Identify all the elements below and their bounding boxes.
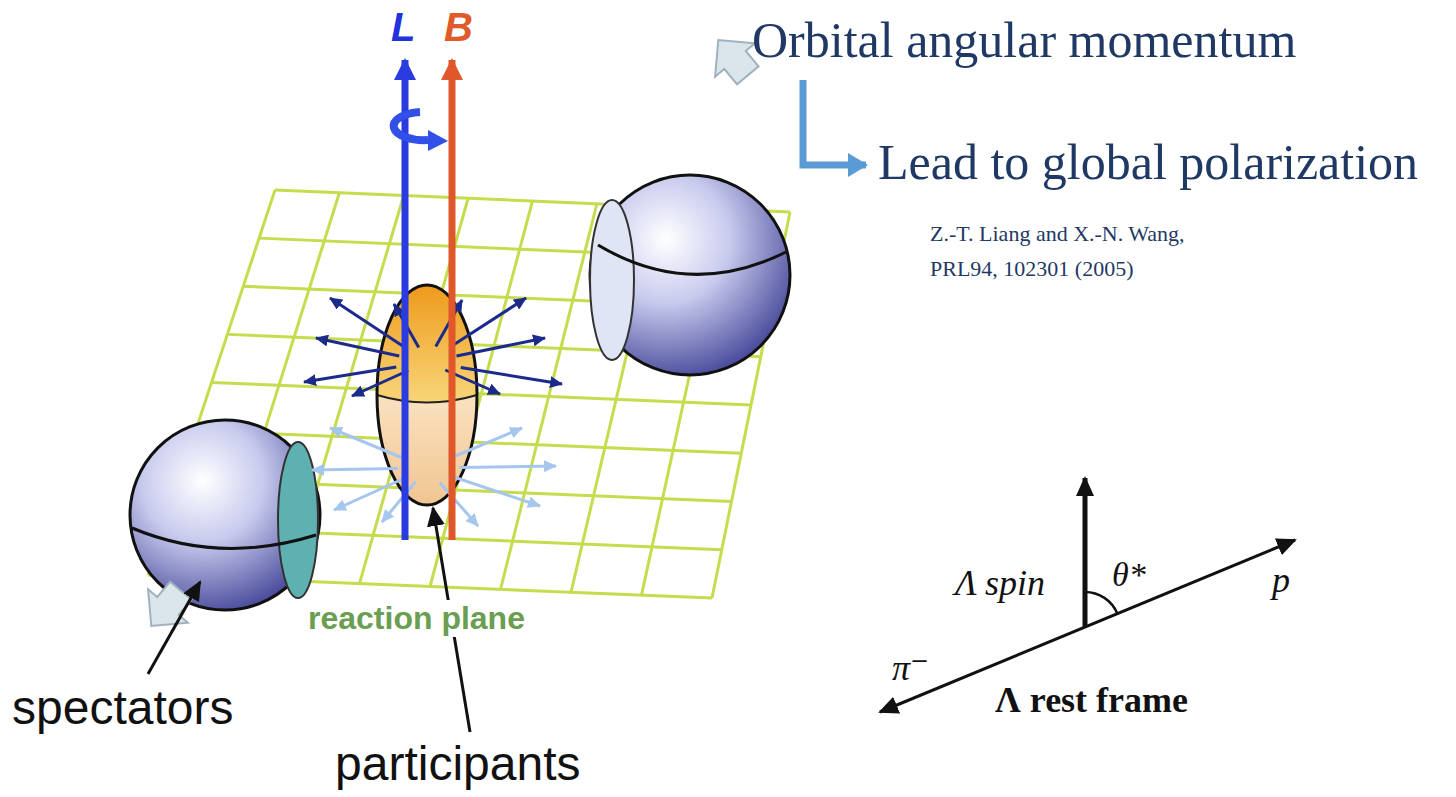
flow-arrow (455, 478, 540, 507)
flow-arrows-upper (304, 298, 562, 396)
citation: Z.-T. Liang and X.-N. Wang, PRL94, 10230… (930, 216, 1222, 286)
axis-label: L (391, 4, 415, 50)
sphere-equator (132, 528, 316, 548)
flow-arrow (330, 298, 403, 346)
flow-arrow (352, 371, 408, 397)
magnetic-field-axis (449, 60, 456, 540)
spectator-sphere (130, 420, 320, 610)
sphere-body (130, 420, 320, 610)
participant-outline (377, 285, 477, 505)
flow-arrow (457, 338, 546, 356)
rotation-arrow (394, 112, 428, 140)
leader-line (148, 582, 200, 674)
result-text: Lead to global polarization (878, 134, 1418, 192)
angle-arc (1085, 592, 1117, 614)
cut-face (590, 200, 634, 360)
sphere-body (590, 175, 790, 375)
participant-top (377, 285, 477, 403)
participant-bottom (377, 395, 477, 505)
flow-arrow (316, 338, 399, 356)
heading-text: Orbital angular momentum (752, 12, 1296, 70)
part-label: participants (335, 736, 580, 791)
frame-label: Λ rest frame (995, 680, 1188, 721)
rotation-arrow-head (428, 130, 448, 151)
plane-label: reaction plane (305, 600, 528, 637)
participant-zone (377, 285, 477, 505)
flow-arrow (312, 469, 398, 471)
spin-label: Λ spin (955, 563, 1045, 604)
flow-arrow (459, 466, 556, 468)
angle-label: θ* (1112, 555, 1146, 594)
hook-arrow (803, 80, 866, 165)
axis-label: B (444, 4, 473, 50)
particle-label: π⁻ (892, 648, 929, 689)
spectator-sphere (590, 175, 790, 375)
grid-line (501, 204, 597, 590)
flow-arrow (461, 368, 562, 385)
flow-arrow (451, 428, 522, 458)
part-label: spectators (12, 680, 233, 735)
flow-arrow (334, 479, 404, 511)
flow-arrow (440, 483, 478, 527)
flow-arrow (452, 298, 526, 346)
particle-label: p (1272, 560, 1290, 601)
cut-face (278, 442, 318, 598)
flow-arrow (382, 482, 416, 523)
flow-arrow (330, 428, 403, 458)
participant-divider (377, 395, 477, 403)
flow-arrow (304, 367, 396, 382)
sphere-equator (598, 245, 786, 274)
spin-arrow (1083, 478, 1088, 627)
spectator-motion-arrow (131, 574, 200, 643)
